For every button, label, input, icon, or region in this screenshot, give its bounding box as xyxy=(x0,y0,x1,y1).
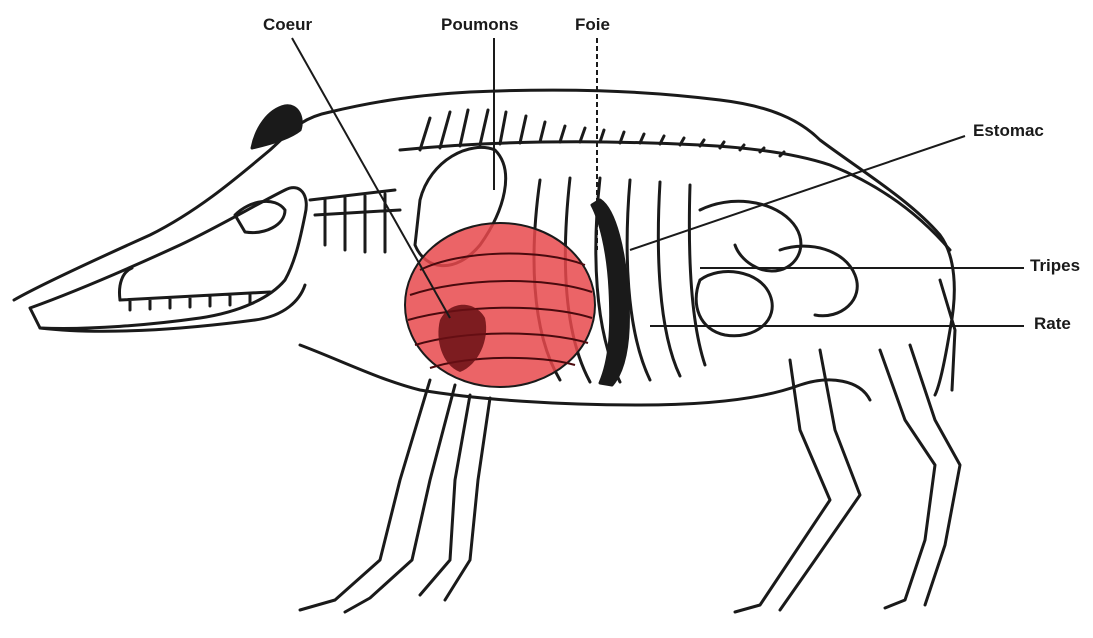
label-poumons: Poumons xyxy=(441,15,518,35)
label-foie: Foie xyxy=(575,15,610,35)
skull xyxy=(30,188,306,329)
front-leg-left xyxy=(300,380,455,612)
neck-vertebrae xyxy=(310,190,400,252)
hind-leg-right xyxy=(880,345,960,608)
front-leg-right xyxy=(420,395,490,600)
label-tripes: Tripes xyxy=(1030,256,1080,276)
eye-socket xyxy=(235,201,285,232)
ear xyxy=(252,106,301,148)
jaw-teeth xyxy=(120,292,270,310)
leader-line-coeur xyxy=(292,38,450,318)
hind-leg-left xyxy=(735,350,860,612)
label-rate: Rate xyxy=(1034,314,1071,334)
label-coeur: Coeur xyxy=(263,15,312,35)
label-estomac: Estomac xyxy=(973,121,1044,141)
